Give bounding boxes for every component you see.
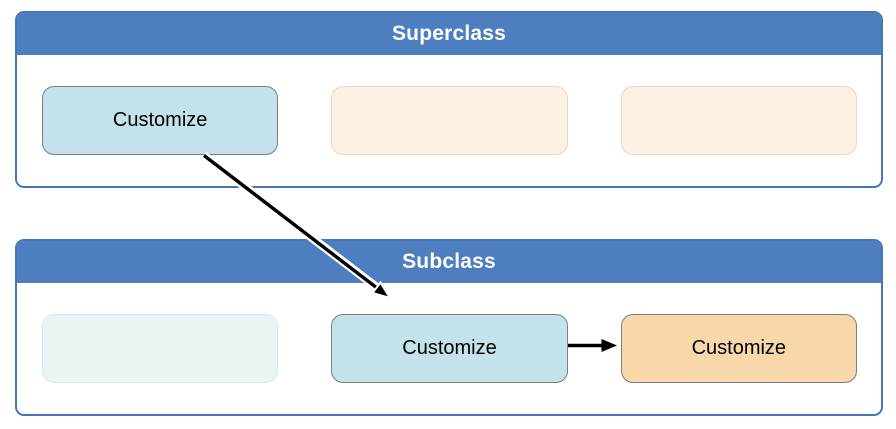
subclass-header: Subclass — [17, 241, 881, 283]
superclass-customize-box: Customize — [42, 86, 279, 155]
subclass-container: Subclass Customize Customize — [15, 239, 883, 416]
superclass-container: Superclass Customize — [15, 11, 883, 188]
subclass-customize-label: Customize — [402, 337, 497, 359]
subclass-customize-override-box: Customize — [620, 314, 857, 383]
subclass-box-row: Customize Customize — [17, 283, 881, 414]
superclass-header: Superclass — [17, 13, 881, 55]
subclass-empty-box — [42, 314, 279, 383]
superclass-empty-box-2 — [620, 86, 857, 155]
superclass-customize-label: Customize — [112, 109, 208, 131]
subclass-title: Subclass — [402, 250, 496, 273]
subclass-customize-box: Customize — [331, 314, 568, 383]
superclass-box-row: Customize — [17, 55, 881, 186]
superclass-title: Superclass — [391, 22, 507, 45]
superclass-empty-box-1 — [331, 86, 568, 155]
subclass-customize-override-label: Customize — [691, 337, 787, 359]
